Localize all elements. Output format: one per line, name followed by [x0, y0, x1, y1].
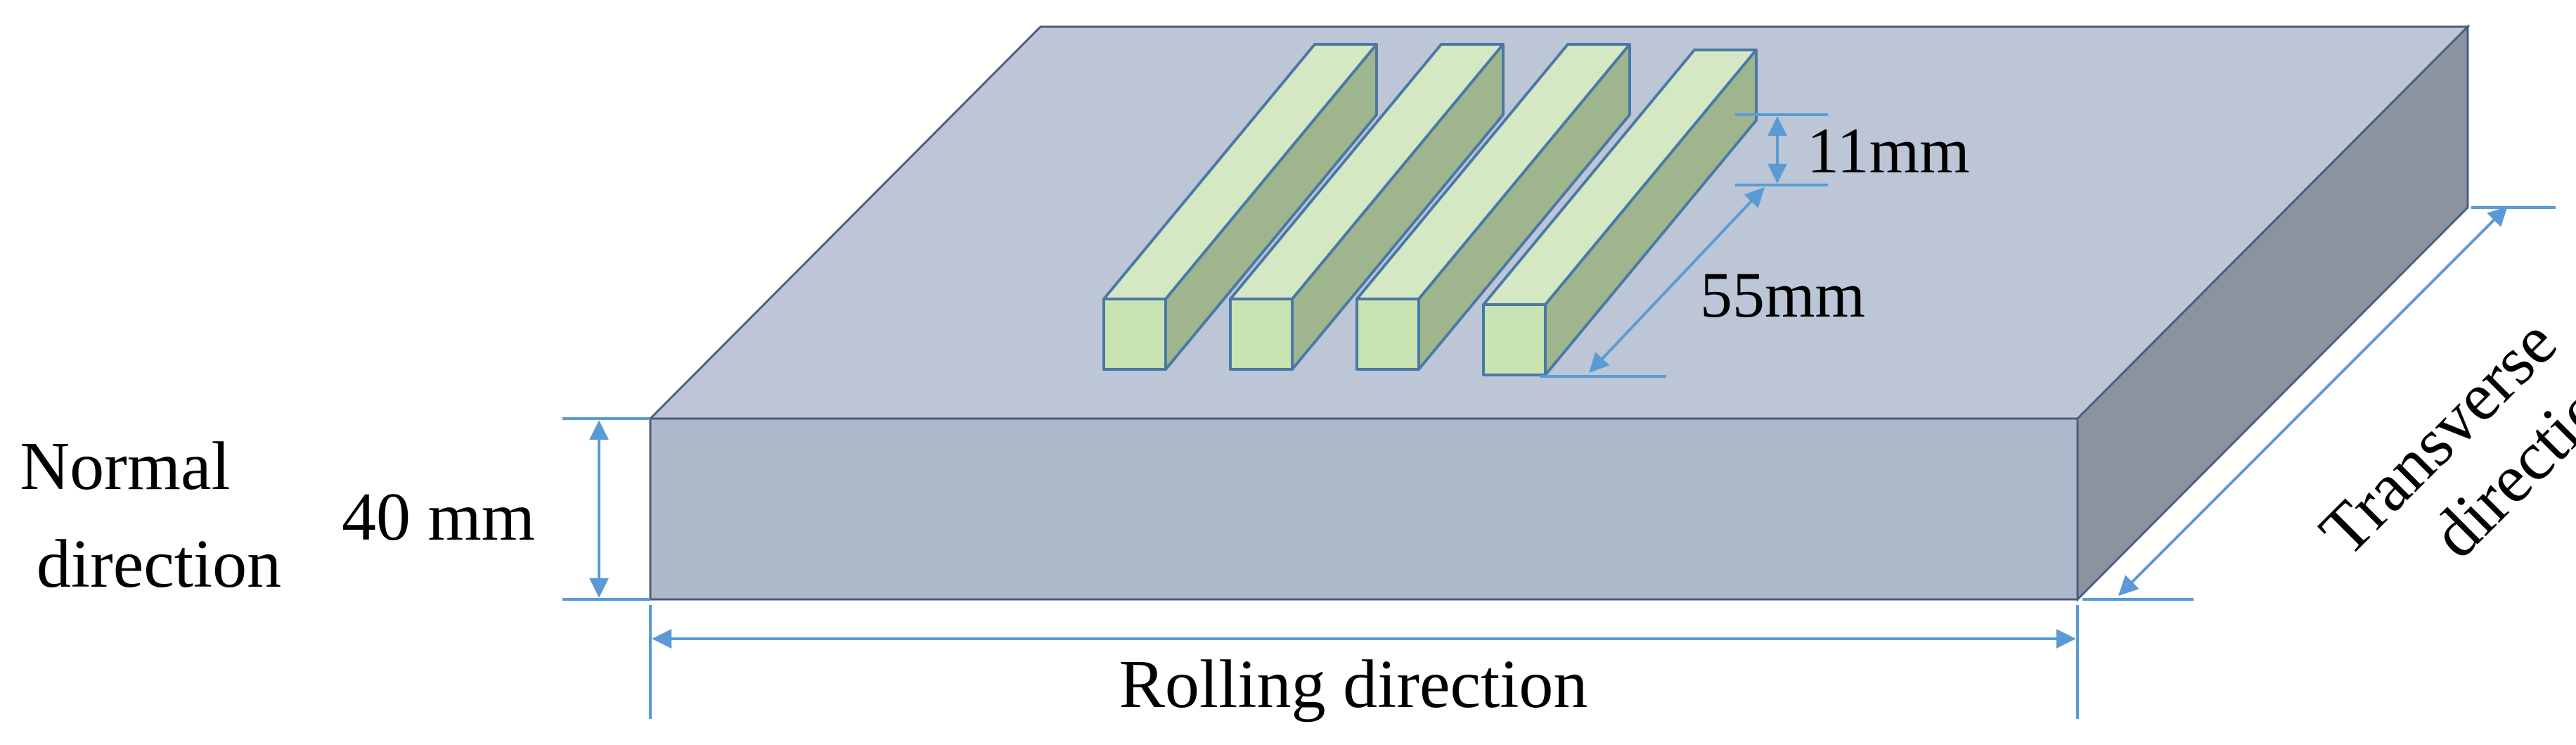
- thickness-label: 40 mm: [342, 479, 535, 555]
- normal-direction-label-line1: Normal: [20, 428, 230, 504]
- rolling-direction-label: Rolling direction: [1119, 647, 1588, 722]
- bar-length-dimension: [1540, 186, 1765, 378]
- plate-front-face: [649, 417, 2079, 601]
- bar-height-dimension: [1735, 113, 1828, 186]
- bar-height-label: 11mm: [1807, 115, 1970, 186]
- specimen-bars: [1102, 43, 1758, 376]
- rolling-dimension: [649, 605, 2079, 719]
- specimen-bar-end: [1355, 298, 1420, 371]
- specimen-bar-end: [1482, 303, 1547, 376]
- bar-length-arrow: [1589, 186, 1765, 374]
- bar-length-label: 55mm: [1700, 259, 1865, 331]
- transverse-dimension: [2082, 206, 2556, 601]
- thickness-dimension: [562, 417, 650, 601]
- specimen-bar: [1102, 43, 1378, 371]
- specimen-bar-end: [1229, 298, 1294, 371]
- specimen-bar: [1229, 43, 1505, 371]
- specimen-bar-end: [1102, 298, 1167, 371]
- specimen-bar: [1355, 43, 1631, 371]
- transverse-arrow: [2118, 206, 2508, 596]
- normal-direction-label-line2: direction: [37, 526, 281, 602]
